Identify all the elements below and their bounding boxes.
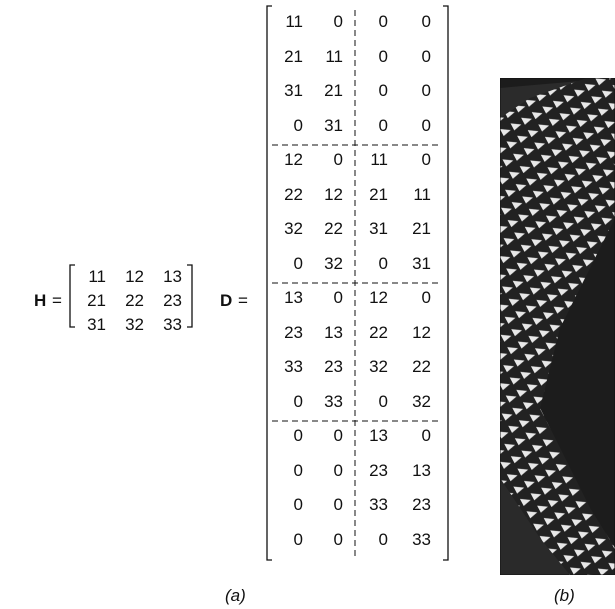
matrix-d-cell: 0 (293, 495, 303, 514)
matrix-d-cell: 0 (333, 460, 343, 480)
matrix-d-cell: 0 (333, 150, 343, 169)
matrix-d-cell: 0 (421, 150, 431, 169)
matrix-d-cell: 0 (378, 529, 388, 549)
matrix-d-cell: 0 (333, 529, 343, 549)
matrix-d-cell: 0 (333, 288, 343, 307)
matrix-d-cell: 0 (421, 288, 431, 307)
matrix-d-cell: 32 (369, 357, 388, 376)
matrix-h-cell: 31 (87, 315, 106, 334)
pattern-band-main (500, 78, 615, 575)
matrix-d-cell: 23 (369, 460, 388, 480)
matrix-h-cell: 13 (163, 267, 182, 286)
matrix-h-equals: = (52, 291, 62, 310)
matrix-h-cell: 22 (125, 291, 144, 310)
matrix-d-cell: 31 (284, 81, 303, 100)
matrix-d-cell: 11 (285, 12, 303, 31)
matrix-d-cell: 13 (369, 426, 388, 445)
matrix-d-cell: 13 (324, 322, 343, 342)
matrix-d-right-bracket (443, 5, 449, 561)
matrix-d-cell: 23 (324, 357, 343, 376)
matrix-d-cell: 0 (378, 391, 388, 411)
matrix-d-cell: 21 (324, 81, 343, 100)
caption-b: (b) (554, 586, 575, 605)
matrix-d-cell: 11 (325, 46, 343, 66)
matrix-h-label: H (34, 291, 47, 310)
matrix-d-cell: 0 (293, 529, 303, 549)
matrix-h-cell: 23 (163, 291, 182, 310)
matrix-d-cell: 22 (284, 184, 303, 204)
matrix-d-cell: 31 (369, 219, 388, 238)
matrix-d-cell: 31 (412, 253, 431, 273)
matrix-d-cell: 0 (293, 460, 303, 480)
matrix-d-cell: 21 (412, 219, 431, 238)
matrix-d-cell: 0 (421, 426, 431, 445)
matrix-d-cell: 12 (369, 288, 388, 307)
matrix-d-cell: 0 (293, 426, 303, 445)
matrix-d-cell: 13 (284, 288, 303, 307)
pattern-band-lower (500, 478, 570, 575)
matrix-d-cell: 12 (412, 322, 431, 342)
matrix-d-cell: 0 (333, 12, 343, 31)
matrix-d-cell: 33 (369, 495, 388, 514)
matrix-h-cell: 21 (87, 291, 106, 310)
matrix-h-cell: 11 (88, 267, 106, 286)
matrix-d-cell: 33 (412, 529, 431, 549)
matrix-d-cell: 0 (378, 253, 388, 273)
matrix-h-cell: 12 (125, 267, 144, 286)
matrix-d-cell: 0 (421, 12, 431, 31)
matrix-d-cell: 13 (412, 460, 431, 480)
matrix-d-cell: 0 (333, 495, 343, 514)
matrix-d-cell: 0 (378, 115, 388, 135)
matrix-d-label: D (220, 291, 233, 310)
matrix-d-cell: 32 (412, 391, 431, 411)
caption-a: (a) (225, 586, 246, 605)
matrix-d-cell: 21 (284, 46, 303, 66)
matrix-d-cell: 33 (324, 391, 343, 411)
matrix-d-cell: 22 (369, 322, 388, 342)
matrix-d-cell: 23 (284, 322, 303, 342)
matrix-d-cell: 33 (284, 357, 303, 376)
matrix-d-cell: 12 (284, 150, 303, 169)
matrix-d-cell: 32 (324, 253, 343, 273)
matrix-h-cell: 33 (163, 315, 182, 334)
matrix-d-cell: 0 (378, 12, 388, 31)
matrix-d-cell: 22 (412, 357, 431, 376)
matrix-d-cell: 11 (413, 184, 431, 204)
matrix-d-cell: 0 (421, 46, 431, 66)
matrix-d-cell: 0 (333, 426, 343, 445)
matrix-d-left-bracket (266, 5, 272, 561)
matrix-d-cell: 32 (284, 219, 303, 238)
matrix-d-cell: 23 (412, 495, 431, 514)
matrix-d-cell: 31 (324, 115, 343, 135)
matrix-d-cell: 22 (324, 219, 343, 238)
matrix-d-cell: 0 (421, 81, 431, 100)
matrix-d-cell: 0 (293, 391, 303, 411)
matrix-d-cell: 0 (378, 81, 388, 100)
matrix-d-cell: 0 (378, 46, 388, 66)
pattern-image (500, 78, 615, 575)
matrix-d-cell: 21 (369, 184, 388, 204)
matrix-d-cell: 0 (293, 115, 303, 135)
matrix-d-cell: 0 (421, 115, 431, 135)
matrix-h-cell: 32 (125, 315, 144, 334)
matrix-d-equals: = (238, 291, 248, 310)
matrix-d-cell: 12 (324, 184, 343, 204)
matrix-h-right-bracket (187, 264, 193, 328)
matrix-d-cell: 0 (293, 253, 303, 273)
matrix-d-cell: 11 (370, 150, 388, 169)
matrix-h-left-bracket (69, 264, 75, 328)
